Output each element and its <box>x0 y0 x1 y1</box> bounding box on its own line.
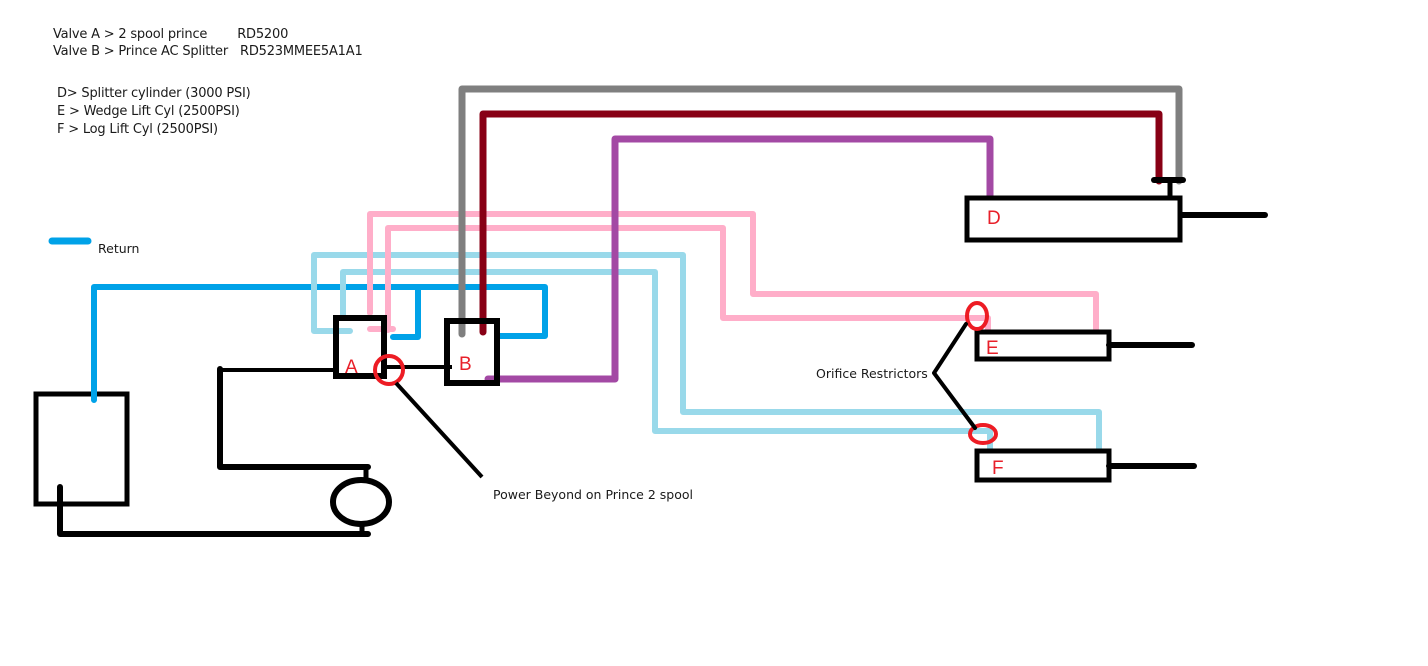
line-b-to-d-red <box>479 110 1163 336</box>
return-line-tank <box>91 284 548 403</box>
valve-b <box>444 318 500 386</box>
valve-a-label: A <box>345 357 358 378</box>
cylinder-d-label: D <box>987 208 1001 229</box>
note-valve-a: Valve A > 2 spool prince RD5200 <box>53 27 288 42</box>
note-valve-b-text: Valve B > Prince AC Splitter <box>53 44 228 59</box>
orifice-label: Orifice Restrictors <box>816 366 928 381</box>
cylinder-e-label: E <box>986 338 999 359</box>
line-b-to-d-purple <box>484 135 994 383</box>
tank <box>33 391 130 507</box>
power-beyond-marker <box>373 354 405 386</box>
line-a-to-f-outer <box>311 252 1102 453</box>
note-cyl-e: E > Wedge Lift Cyl (2500PSI) <box>57 104 240 119</box>
line-a-to-f-inner <box>340 269 993 453</box>
note-valve-b-part: RD523MMEE5A1A1 <box>240 44 363 59</box>
orifice-marker-f <box>968 423 998 445</box>
orifice-leader <box>932 322 977 430</box>
line-a-to-e-outer <box>367 211 1099 333</box>
cylinder-d <box>964 195 1183 243</box>
valve-a <box>333 315 387 379</box>
valve-b-label: B <box>459 354 472 375</box>
note-valve-b: Valve B > Prince AC Splitter RD523MMEE5A1… <box>53 44 363 59</box>
note-valve-a-text: Valve A > 2 spool prince <box>53 27 208 42</box>
note-valve-a-part: RD5200 <box>237 27 289 42</box>
line-a-to-e-inner <box>385 225 991 333</box>
note-cyl-f: F > Log Lift Cyl (2500PSI) <box>57 122 218 137</box>
pressure-line <box>217 366 371 470</box>
return-line-valve-a <box>390 287 421 340</box>
line-b-to-d-gray <box>458 85 1183 338</box>
power-beyond-leader <box>394 381 484 479</box>
pump <box>330 477 392 527</box>
pump-suction-line <box>57 484 371 537</box>
cylinder-f-label: F <box>992 458 1004 479</box>
return-legend-label: Return <box>98 241 139 256</box>
note-cyl-d: D> Splitter cylinder (3000 PSI) <box>57 86 251 101</box>
power-beyond-label: Power Beyond on Prince 2 spool <box>493 487 693 502</box>
orifice-marker-e <box>965 301 989 331</box>
